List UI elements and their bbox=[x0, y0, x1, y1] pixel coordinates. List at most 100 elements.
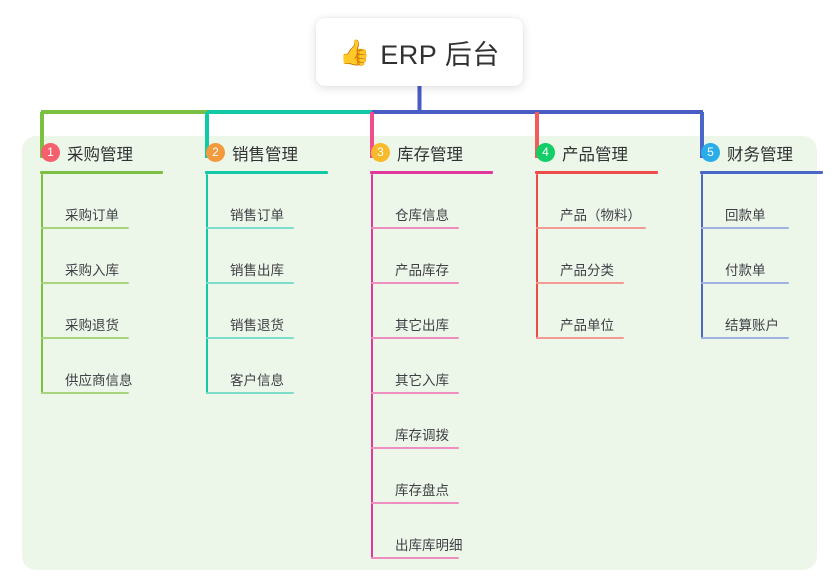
branch-item-rule bbox=[371, 502, 459, 504]
branch-item[interactable]: 产品（物料） bbox=[536, 174, 682, 229]
branch-item-rule bbox=[536, 337, 624, 339]
branch-item[interactable]: 产品库存 bbox=[371, 229, 517, 284]
branch-item-rule bbox=[206, 227, 294, 229]
branch-column-4: 4 产品管理产品（物料） 产品分类产品单位 bbox=[517, 136, 682, 570]
branch-title-5: 财务管理 bbox=[727, 145, 793, 164]
branch-underline-1 bbox=[40, 171, 163, 174]
branch-spine-2 bbox=[206, 174, 208, 394]
branch-item-label: 采购订单 bbox=[65, 208, 119, 223]
branch-spine-4 bbox=[536, 174, 538, 339]
branch-item[interactable]: 仓库信息 bbox=[371, 174, 517, 229]
branch-item-label: 采购退货 bbox=[65, 318, 119, 333]
branch-item-label: 销售出库 bbox=[230, 263, 284, 278]
branch-title-2: 销售管理 bbox=[232, 145, 298, 164]
branch-item[interactable]: 产品单位 bbox=[536, 284, 682, 339]
branch-item-label: 库存盘点 bbox=[395, 483, 449, 498]
branch-item-rule bbox=[536, 282, 624, 284]
thumbs-up-icon: 👍 bbox=[339, 37, 371, 67]
branch-column-1: 1 采购管理采购订单采购入库采购退货供应商信息 bbox=[22, 136, 187, 570]
branch-column-3: 3 库存管理仓库信息产品库存其它出库其它入库库存调拨库存盘点出库库明细 bbox=[352, 136, 517, 570]
branch-item-rule bbox=[41, 337, 129, 339]
branch-title-3: 库存管理 bbox=[397, 145, 463, 164]
branch-item[interactable]: 采购订单 bbox=[41, 174, 187, 229]
branch-item-label: 产品库存 bbox=[395, 263, 449, 278]
branch-item-list-4: 产品（物料） 产品分类产品单位 bbox=[536, 174, 682, 339]
branch-item-label: 销售退货 bbox=[230, 318, 284, 333]
branch-item-label: 供应商信息 bbox=[65, 373, 133, 388]
branch-underline-2 bbox=[205, 171, 328, 174]
branch-badge-4: 4 bbox=[536, 143, 555, 162]
branch-item-list-1: 采购订单采购入库采购退货供应商信息 bbox=[41, 174, 187, 394]
branch-item-rule bbox=[371, 557, 459, 559]
branch-item-label: 产品分类 bbox=[560, 263, 614, 278]
branch-item-rule bbox=[701, 227, 789, 229]
branch-item[interactable]: 供应商信息 bbox=[41, 339, 187, 394]
branch-item-rule bbox=[41, 282, 129, 284]
branch-item-rule bbox=[206, 282, 294, 284]
branch-header-3[interactable]: 3 库存管理 bbox=[369, 136, 517, 169]
branch-badge-3: 3 bbox=[371, 143, 390, 162]
diagram-panel-background bbox=[22, 136, 817, 570]
branch-underline-5 bbox=[700, 171, 823, 174]
branch-item-list-5: 回款单付款单结算账户 bbox=[701, 174, 839, 339]
branch-badge-5: 5 bbox=[701, 143, 720, 162]
branch-item-label: 回款单 bbox=[725, 208, 766, 223]
branch-item-rule bbox=[371, 392, 459, 394]
branch-badge-1: 1 bbox=[41, 143, 60, 162]
branch-underline-4 bbox=[535, 171, 658, 174]
branch-column-5: 5 财务管理回款单付款单结算账户 bbox=[682, 136, 839, 570]
root-node[interactable]: 👍 ERP 后台 bbox=[316, 18, 523, 86]
branch-item-rule bbox=[371, 447, 459, 449]
branch-item[interactable]: 销售订单 bbox=[206, 174, 352, 229]
branch-underline-3 bbox=[370, 171, 493, 174]
branch-item-label: 库存调拨 bbox=[395, 428, 449, 443]
branch-item-rule bbox=[371, 337, 459, 339]
branch-item[interactable]: 产品分类 bbox=[536, 229, 682, 284]
branch-item-label: 结算账户 bbox=[725, 318, 779, 333]
branch-item[interactable]: 销售退货 bbox=[206, 284, 352, 339]
branch-item-rule bbox=[206, 337, 294, 339]
branch-spine-3 bbox=[371, 174, 373, 559]
branch-header-2[interactable]: 2 销售管理 bbox=[204, 136, 352, 169]
branch-item[interactable]: 出库库明细 bbox=[371, 504, 517, 559]
branch-item[interactable]: 其它入库 bbox=[371, 339, 517, 394]
branch-item[interactable]: 回款单 bbox=[701, 174, 839, 229]
branch-item-rule bbox=[206, 392, 294, 394]
branch-item[interactable]: 付款单 bbox=[701, 229, 839, 284]
branch-header-5[interactable]: 5 财务管理 bbox=[699, 136, 839, 169]
branch-item[interactable]: 客户信息 bbox=[206, 339, 352, 394]
branch-item[interactable]: 库存调拨 bbox=[371, 394, 517, 449]
branch-spine-1 bbox=[41, 174, 43, 394]
branch-item-list-3: 仓库信息产品库存其它出库其它入库库存调拨库存盘点出库库明细 bbox=[371, 174, 517, 559]
branch-item-rule bbox=[701, 282, 789, 284]
branch-item-label: 产品单位 bbox=[560, 318, 614, 333]
branch-column-2: 2 销售管理销售订单销售出库销售退货客户信息 bbox=[187, 136, 352, 570]
branch-item[interactable]: 销售出库 bbox=[206, 229, 352, 284]
branch-item[interactable]: 库存盘点 bbox=[371, 449, 517, 504]
branch-item[interactable]: 采购退货 bbox=[41, 284, 187, 339]
branch-item[interactable]: 结算账户 bbox=[701, 284, 839, 339]
branch-item-label: 产品（物料） bbox=[560, 208, 641, 223]
branch-item-rule bbox=[371, 227, 459, 229]
branch-title-4: 产品管理 bbox=[562, 145, 628, 164]
branch-item-label: 采购入库 bbox=[65, 263, 119, 278]
branch-item-rule bbox=[41, 227, 129, 229]
branch-header-1[interactable]: 1 采购管理 bbox=[39, 136, 187, 169]
branch-item-label: 出库库明细 bbox=[395, 538, 463, 553]
branch-item[interactable]: 其它出库 bbox=[371, 284, 517, 339]
branch-item-label: 销售订单 bbox=[230, 208, 284, 223]
branch-item-label: 付款单 bbox=[725, 263, 766, 278]
branch-spine-5 bbox=[701, 174, 703, 339]
branch-columns: 1 采购管理采购订单采购入库采购退货供应商信息 2 销售管理销售订单销售出库销售退货客… bbox=[22, 136, 823, 570]
branch-item-rule bbox=[41, 392, 129, 394]
branch-item-label: 客户信息 bbox=[230, 373, 284, 388]
branch-item-rule bbox=[371, 282, 459, 284]
branch-header-4[interactable]: 4 产品管理 bbox=[534, 136, 682, 169]
branch-item-rule bbox=[536, 227, 646, 229]
branch-item-label: 其它出库 bbox=[395, 318, 449, 333]
branch-badge-2: 2 bbox=[206, 143, 225, 162]
branch-title-1: 采购管理 bbox=[67, 145, 133, 164]
branch-item[interactable]: 采购入库 bbox=[41, 229, 187, 284]
branch-item-list-2: 销售订单销售出库销售退货客户信息 bbox=[206, 174, 352, 394]
